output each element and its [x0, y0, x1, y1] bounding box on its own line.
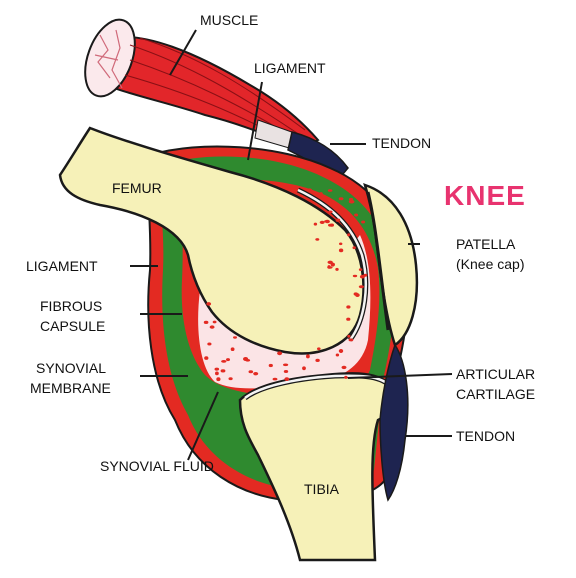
fluid-dot [284, 370, 288, 373]
fluid-dot [354, 214, 358, 217]
fluid-dot [315, 359, 319, 362]
fluid-dot [355, 293, 360, 297]
fluid-dot [336, 354, 339, 357]
fluid-dot [328, 224, 333, 227]
label-ligament-left: LIGAMENT [26, 258, 98, 275]
fluid-dot [243, 357, 248, 361]
fluid-dot [249, 370, 254, 373]
fluid-dot [216, 377, 220, 381]
fluid-dot [363, 274, 367, 277]
label-synovial-membrane-2: MEMBRANE [30, 380, 111, 397]
fluid-dot [226, 358, 230, 361]
fluid-dot [207, 343, 211, 346]
label-patella-sub: (Knee cap) [456, 256, 524, 273]
fluid-dot [339, 349, 343, 353]
fluid-dot [314, 223, 317, 226]
fluid-dot [347, 335, 350, 338]
fluid-dot [284, 377, 289, 381]
fluid-dot [204, 321, 209, 324]
fluid-dot [283, 364, 288, 367]
fluid-dot [353, 246, 356, 249]
fluid-dot [319, 192, 322, 196]
fluid-dot [342, 366, 347, 369]
fluid-dot [233, 336, 237, 338]
label-tibia: TIBIA [304, 481, 339, 498]
label-tendon-bottom: TENDON [456, 428, 515, 445]
fluid-dot [206, 302, 211, 306]
fluid-dot [315, 238, 319, 241]
fluid-dot [302, 366, 306, 370]
fluid-dot [359, 268, 362, 271]
fluid-dot [215, 372, 219, 376]
fluid-dot [213, 321, 217, 324]
fluid-dot [339, 249, 343, 253]
label-muscle: MUSCLE [200, 12, 258, 29]
fluid-dot [336, 219, 341, 222]
fluid-dot [361, 221, 365, 224]
fluid-dot [320, 221, 325, 224]
label-synovial-fluid: SYNOVIAL FLUID [100, 458, 214, 475]
label-ligament-top: LIGAMENT [254, 60, 326, 77]
fluid-dot [339, 243, 342, 246]
muscle [76, 13, 318, 150]
fluid-dot [204, 356, 208, 360]
label-fibrous: FIBROUS [40, 298, 102, 315]
fluid-dot [335, 268, 338, 271]
fluid-dot [353, 275, 357, 277]
label-articular-1: ARTICULAR [456, 366, 535, 383]
fluid-dot [328, 261, 333, 264]
label-femur: FEMUR [112, 180, 162, 197]
fluid-dot [231, 347, 235, 351]
fluid-dot [326, 201, 331, 204]
fluid-dot [253, 372, 258, 375]
label-tendon-top: TENDON [372, 135, 431, 152]
label-synovial-membrane-1: SYNOVIAL [36, 360, 106, 377]
fluid-dot [349, 338, 354, 341]
fluid-dot [359, 285, 364, 288]
fluid-dot [344, 376, 347, 379]
fluid-dot [277, 351, 282, 355]
fluid-dot [346, 318, 350, 321]
label-articular-2: CARTILAGE [456, 386, 535, 403]
fluid-dot [215, 368, 218, 371]
fluid-dot [337, 208, 342, 212]
fluid-dot [327, 265, 330, 269]
fluid-dot [355, 193, 359, 196]
fluid-dot [269, 364, 273, 367]
label-capsule: CAPSULE [40, 318, 105, 335]
fluid-dot [273, 378, 278, 381]
fluid-dot [317, 347, 321, 350]
fluid-dot [306, 354, 310, 358]
tibia-bone [240, 373, 393, 560]
fluid-dot [349, 200, 355, 204]
fluid-dot [325, 220, 330, 224]
fluid-dot [328, 189, 333, 192]
fluid-dot [339, 197, 344, 200]
fluid-dot [346, 305, 350, 308]
fluid-dot [328, 211, 332, 214]
fluid-dot [347, 233, 350, 236]
fluid-dot [221, 369, 226, 372]
fluid-dot [307, 188, 312, 192]
fluid-dot [210, 325, 215, 328]
fluid-dot [229, 377, 233, 380]
label-patella: PATELLA [456, 236, 515, 253]
fluid-dot [221, 360, 226, 363]
fluid-dot [331, 201, 334, 204]
diagram-title: KNEE [444, 180, 526, 212]
